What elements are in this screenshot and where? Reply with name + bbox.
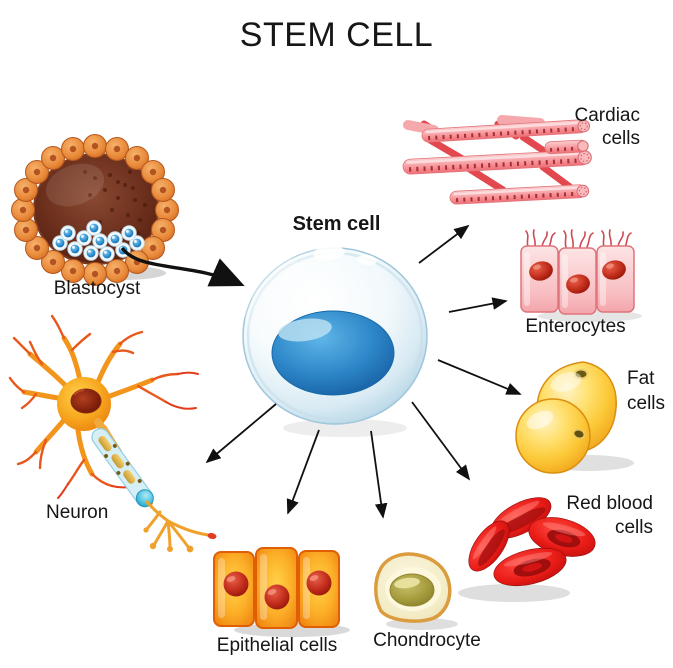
cardiac-cells-illustration [402, 115, 592, 205]
axon-terminals [145, 500, 210, 550]
cardiac-fiber [449, 184, 590, 205]
microvilli [525, 229, 632, 248]
myelin-sheath [91, 428, 154, 508]
label-red-blood-cells: Red blood cells [566, 493, 653, 538]
enterocytes-illustration [520, 229, 642, 322]
label-epithelial-cells: Epithelial cells [216, 635, 338, 656]
label-cardiac-cells: Cardiac cells [574, 105, 640, 149]
cardiac-fiber [544, 139, 589, 155]
arrow-to-fat-cells [437, 359, 522, 395]
blastocyst-speckles [83, 170, 147, 235]
dendrites [21, 335, 155, 477]
arrow-blastocyst-to-stem-cell [120, 246, 245, 287]
stem-cell-illustration [242, 240, 428, 437]
label-fat-cells: Fat cells [627, 368, 666, 414]
epithelial-cell-group [213, 547, 340, 629]
dendrite-tips [8, 314, 180, 488]
neuron-nucleus [70, 388, 102, 414]
label-stem-cell: Stem cell [292, 213, 381, 235]
neuron-illustration [8, 314, 217, 553]
red-blood-cells-illustration [458, 497, 596, 602]
differentiation-arrows [205, 224, 522, 519]
cardiac-fiber [402, 149, 592, 175]
epithelial-cells-illustration [213, 547, 350, 637]
label-neuron: Neuron [46, 502, 109, 523]
arrow-to-epithelial-cells [286, 429, 320, 515]
arrow-to-enterocytes [448, 297, 508, 313]
arrow-to-neuron [205, 403, 277, 464]
arrow-to-cardiac-cells [418, 224, 470, 264]
label-blastocyst: Blastocyst [53, 278, 141, 299]
diagram-title: STEM CELL [239, 16, 434, 54]
terminal-boutons [143, 527, 194, 553]
cardiac-fiber [421, 119, 590, 143]
blastocyst-illustration [11, 134, 179, 286]
enterocyte-cells [520, 245, 635, 315]
label-enterocytes: Enterocytes [525, 316, 626, 337]
chondrocyte-illustration [374, 552, 458, 630]
arrow-to-red-blood-cells [411, 401, 471, 481]
label-chondrocyte: Chondrocyte [373, 630, 481, 651]
fat-cells-illustration [515, 361, 634, 474]
arrow-to-chondrocyte [370, 430, 388, 519]
